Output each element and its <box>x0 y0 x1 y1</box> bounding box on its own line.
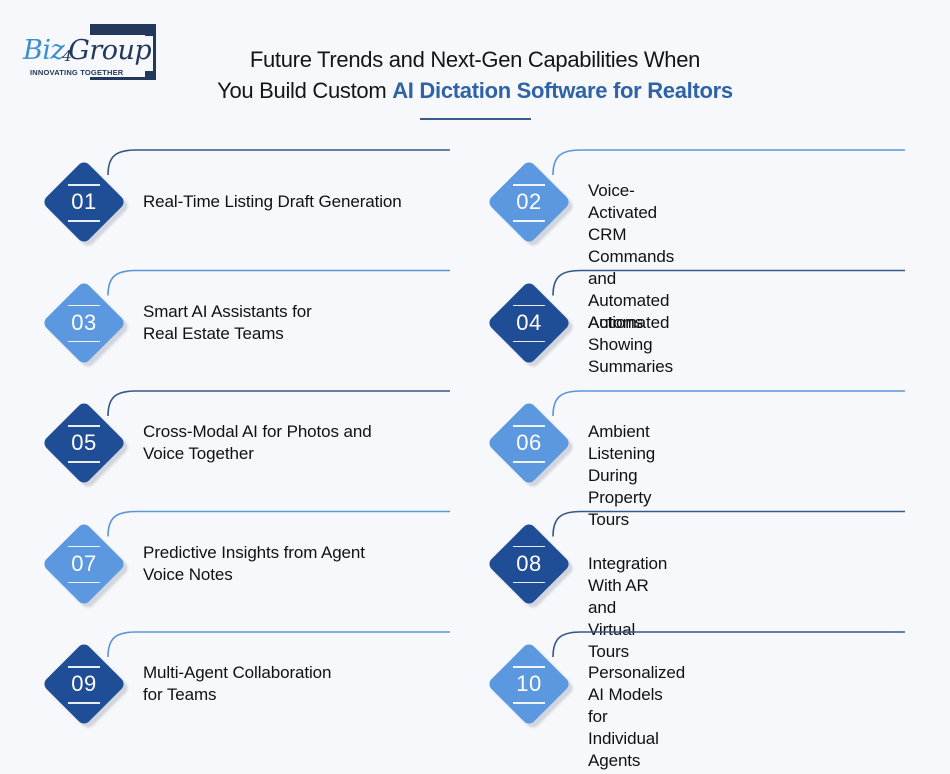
trend-title-line-2: Voice Notes <box>143 564 233 584</box>
badge-number: 04 <box>516 309 542 335</box>
badge-rule-bottom <box>68 702 100 704</box>
badge-rule-bottom <box>513 340 545 342</box>
trend-title-line-1: Personalized AI Models for <box>588 663 686 726</box>
badge-number: 01 <box>71 189 97 214</box>
badge-number: 09 <box>71 671 97 696</box>
trend-title-line-1: Smart AI Assistants for <box>143 301 312 321</box>
badge-rule-top <box>68 425 100 427</box>
number-badge: 01 <box>41 159 131 249</box>
trend-item-08: 08 Integration With AR and Virtual Tours <box>0 0 905 661</box>
badge-rule-top <box>513 425 545 427</box>
badge-rule-bottom <box>513 581 545 583</box>
trend-item-01: 01 Real-Time Listing Draft Generation <box>0 0 450 249</box>
number-badge: 08 <box>486 521 576 610</box>
page-title-accent: AI Dictation Software for Realtors <box>392 78 733 103</box>
number-badge: 03 <box>41 280 131 369</box>
badge-rule-top <box>513 304 545 306</box>
badge-number: 02 <box>516 189 542 214</box>
badge-rule-top <box>513 184 545 186</box>
trend-title-line-1: Voice-Activated CRM Commands <box>588 181 675 266</box>
badge-rule-top <box>513 666 545 668</box>
badge-rule-bottom <box>513 461 545 463</box>
trend-title: Multi-Agent Collaboration for Teams <box>143 662 331 706</box>
trend-title-line-2: Individual Agents <box>588 729 659 770</box>
trend-title: Automated Showing Summaries <box>588 312 673 378</box>
badge-rule-bottom <box>68 461 100 463</box>
badge-rule-top <box>68 666 100 668</box>
number-badge: 04 <box>486 280 576 369</box>
page-title-plain: You Build Custom <box>217 78 393 103</box>
number-badge: 05 <box>41 400 131 490</box>
page-title-line-2: You Build Custom AI Dictation Software f… <box>0 75 950 106</box>
trend-title-line-1: Automated Showing Summaries <box>588 312 674 376</box>
trend-title: Real-Time Listing Draft Generation <box>143 191 402 213</box>
badge-rule-bottom <box>68 581 100 583</box>
trend-title-line-2: Tours <box>588 510 630 529</box>
logo-wordmark-four: 4 <box>62 47 72 65</box>
trend-title: Integration With AR and Virtual Tours <box>588 553 667 663</box>
logo-wordmark: Biz4Group <box>23 35 154 71</box>
trend-item-04: 04 Automated Showing Summaries <box>0 0 905 376</box>
badge-number: 08 <box>516 550 542 576</box>
trend-title-line-1: Multi-Agent Collaboration <box>143 663 332 682</box>
badge-rule-top <box>68 304 100 306</box>
bizgroup-logo: Biz4Group INNOVATING TOGETHER <box>20 22 160 84</box>
badge-rule-bottom <box>68 340 100 342</box>
badge-number: 07 <box>71 550 97 576</box>
trend-title-line-2: and Automated Actions <box>588 269 670 332</box>
number-badge: 06 <box>486 400 576 490</box>
badge-rule-top <box>513 545 545 547</box>
number-badge: 07 <box>41 521 131 610</box>
trend-item-09: 09 Multi-Agent Collaboration for Teams <box>0 0 450 731</box>
badge-rule-top <box>68 545 100 547</box>
page-title: Future Trends and Next-Gen Capabilities … <box>0 44 950 106</box>
badge-number: 10 <box>516 671 542 696</box>
logo-wordmark-biz: Biz <box>23 35 65 66</box>
logo-tagline: INNOVATING TOGETHER <box>30 68 127 77</box>
trend-title-line-1: Predictive Insights from Agent <box>143 542 365 562</box>
trend-title-line-1: Integration With AR and Virtual Tours <box>588 553 668 661</box>
badge-rule-bottom <box>513 220 545 222</box>
badge-rule-top <box>68 184 100 186</box>
number-badge: 10 <box>486 641 576 731</box>
badge-number: 05 <box>71 430 97 455</box>
page-title-line-1: Future Trends and Next-Gen Capabilities … <box>249 47 701 72</box>
trend-title-line-2: for Teams <box>143 685 217 704</box>
badge-number: 03 <box>71 309 97 335</box>
title-underline <box>420 118 531 120</box>
trend-title-line-2: Real Estate Teams <box>143 323 284 343</box>
badge-rule-bottom <box>513 702 545 704</box>
trend-title-line-1: Ambient Listening During Property <box>588 422 656 507</box>
badge-rule-bottom <box>68 220 100 222</box>
trend-title-line-1: Cross-Modal AI for Photos and <box>143 422 372 441</box>
number-badge: 09 <box>41 641 131 731</box>
logo-wordmark-group: Group <box>68 35 152 66</box>
badge-number: 06 <box>516 430 542 455</box>
number-badge: 02 <box>486 159 576 249</box>
trend-title-line-1: Real-Time Listing Draft Generation <box>143 192 402 211</box>
trend-title-line-2: Voice Together <box>143 444 254 463</box>
